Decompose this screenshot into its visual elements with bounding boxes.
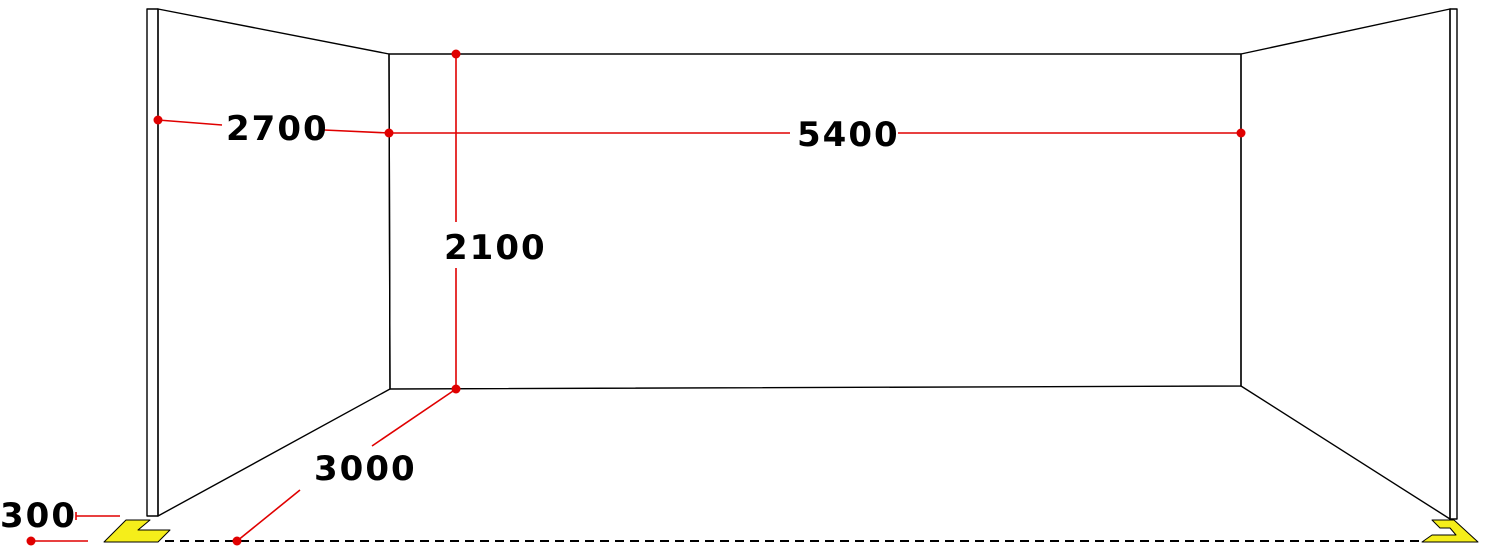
dim-label-2100: 2100 bbox=[444, 228, 547, 268]
right-end-post bbox=[1449, 8, 1458, 520]
dim-3000-line-top bbox=[371, 388, 457, 447]
dot-5400-start bbox=[384, 128, 394, 138]
left-foot bbox=[103, 519, 171, 543]
left-side-wall bbox=[157, 8, 391, 517]
dim-2700-line-right bbox=[323, 129, 390, 134]
dot-2100-bottom bbox=[451, 384, 461, 394]
dim-label-5400: 5400 bbox=[797, 115, 900, 155]
right-side-wall bbox=[1240, 8, 1451, 520]
dim-2700-line-left bbox=[157, 119, 223, 126]
dim-label-2700: 2700 bbox=[226, 109, 329, 149]
dim-3000-line-bottom bbox=[236, 489, 301, 542]
dim-label-3000: 3000 bbox=[314, 449, 417, 489]
dim-label-300: 300 bbox=[0, 496, 77, 536]
dot-300-end bbox=[26, 536, 36, 546]
right-foot bbox=[1421, 519, 1479, 543]
dot-5400-end bbox=[1236, 128, 1246, 138]
dot-2700-start bbox=[153, 115, 163, 125]
left-end-post bbox=[146, 8, 159, 517]
dot-3000-end bbox=[232, 536, 242, 546]
dot-2100-top bbox=[451, 49, 461, 59]
back-wall bbox=[388, 53, 1242, 390]
